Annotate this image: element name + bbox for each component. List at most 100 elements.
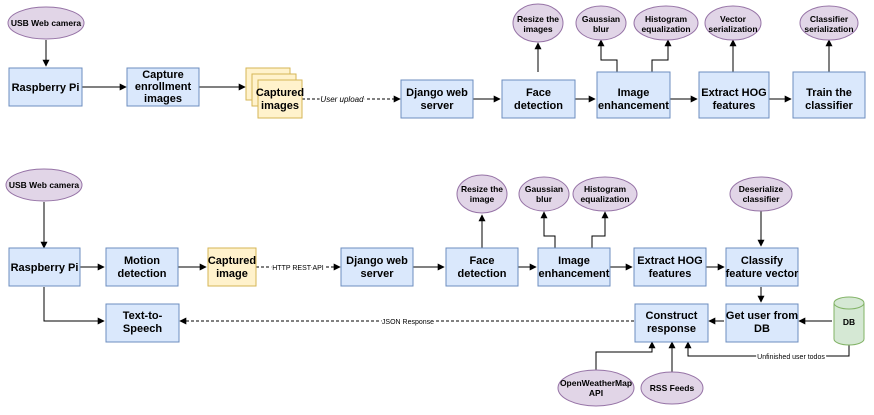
svg-text:blur: blur bbox=[536, 194, 553, 204]
recog-text-to-speech: Text-to- Speech bbox=[105, 303, 180, 343]
svg-text:Classify: Classify bbox=[741, 255, 784, 267]
svg-text:Face: Face bbox=[526, 87, 551, 99]
svg-text:detection: detection bbox=[118, 268, 167, 280]
svg-text:Gaussian: Gaussian bbox=[582, 14, 620, 24]
user-upload-label: User upload bbox=[320, 95, 364, 104]
enroll-face-detection: Face detection bbox=[501, 79, 576, 119]
recog-usb-camera: USB Web camera bbox=[5, 168, 83, 202]
svg-text:USB Web camera: USB Web camera bbox=[9, 180, 80, 190]
enroll-capture-images: Capture enrollment images bbox=[126, 67, 200, 107]
svg-text:classifier: classifier bbox=[805, 100, 853, 112]
svg-text:server: server bbox=[360, 268, 394, 280]
svg-text:images: images bbox=[523, 24, 553, 34]
recog-motion-detection: Motion detection bbox=[105, 247, 179, 287]
recognition-diagram: HTTP REST API JSON Response Unfinished u… bbox=[5, 168, 865, 407]
svg-text:Raspberry Pi: Raspberry Pi bbox=[11, 262, 79, 274]
recog-captured-image: Captured image bbox=[207, 247, 257, 287]
svg-text:image: image bbox=[470, 194, 495, 204]
svg-text:Deserialize: Deserialize bbox=[739, 184, 784, 194]
svg-text:DB: DB bbox=[843, 317, 855, 327]
svg-text:equalization: equalization bbox=[641, 24, 690, 34]
recog-get-user-from-db: Get user from DB bbox=[725, 303, 799, 343]
svg-text:detection: detection bbox=[458, 268, 507, 280]
svg-text:USB Web camera: USB Web camera bbox=[11, 18, 82, 28]
svg-text:Django web: Django web bbox=[346, 255, 408, 267]
svg-text:Django web: Django web bbox=[406, 87, 468, 99]
enroll-django-server: Django web server bbox=[400, 79, 474, 119]
recog-extract-hog: Extract HOG features bbox=[633, 247, 707, 287]
svg-text:blur: blur bbox=[593, 24, 610, 34]
svg-text:features: features bbox=[649, 268, 692, 280]
recog-construct-response: Construct response bbox=[634, 303, 709, 343]
enroll-classifier-serialization: Classifier serialization bbox=[799, 5, 859, 41]
enroll-captured-images: Captured images bbox=[245, 67, 304, 119]
recog-gaussian-blur: Gaussian blur bbox=[518, 176, 570, 212]
svg-text:Raspberry Pi: Raspberry Pi bbox=[12, 82, 80, 94]
edge-pi-to-tts bbox=[43, 287, 105, 325]
json-response-label: JSON Response bbox=[382, 319, 434, 326]
svg-text:detection: detection bbox=[514, 100, 563, 112]
svg-text:Get user from: Get user from bbox=[726, 310, 798, 322]
svg-text:Capture: Capture bbox=[142, 69, 184, 81]
enroll-usb-camera: USB Web camera bbox=[7, 6, 85, 40]
enrollment-diagram: User upload USB Web camera Resize the im… bbox=[7, 3, 866, 119]
svg-text:response: response bbox=[647, 323, 696, 335]
recog-deserialize-classifier: Deserialize classifier bbox=[729, 176, 793, 212]
enroll-vector-serialization: Vector serialization bbox=[704, 5, 762, 41]
svg-text:Face: Face bbox=[469, 255, 494, 267]
edge-enhance-to-blur bbox=[597, 39, 618, 72]
svg-text:Captured: Captured bbox=[208, 255, 256, 267]
svg-text:Image: Image bbox=[558, 255, 590, 267]
edge-enhance-to-histogram-2 bbox=[591, 211, 609, 248]
svg-text:feature vector: feature vector bbox=[726, 268, 799, 280]
recog-django-server: Django web server bbox=[340, 247, 414, 287]
enrollment-edges: User upload bbox=[42, 39, 833, 106]
recog-image-enhancement: Image enhancement bbox=[537, 247, 611, 287]
svg-text:server: server bbox=[420, 100, 454, 112]
svg-text:Train the: Train the bbox=[806, 87, 852, 99]
svg-text:Gaussian: Gaussian bbox=[525, 184, 563, 194]
enroll-raspberry-pi: Raspberry Pi bbox=[8, 67, 83, 107]
recog-openweathermap-api: OpenWeatherMap API bbox=[557, 369, 635, 407]
recog-resize-image: Resize the image bbox=[456, 174, 508, 214]
recog-raspberry-pi: Raspberry Pi bbox=[8, 247, 81, 287]
enroll-train-classifier: Train the classifier bbox=[792, 71, 866, 119]
svg-text:DB: DB bbox=[754, 323, 770, 335]
svg-text:Motion: Motion bbox=[124, 255, 160, 267]
svg-text:Histogram: Histogram bbox=[584, 184, 626, 194]
svg-text:serialization: serialization bbox=[804, 24, 853, 34]
svg-text:Resize the: Resize the bbox=[461, 184, 503, 194]
enroll-extract-hog: Extract HOG features bbox=[698, 71, 770, 119]
svg-text:features: features bbox=[713, 100, 756, 112]
svg-text:Image: Image bbox=[618, 87, 650, 99]
svg-text:Histogram: Histogram bbox=[645, 14, 687, 24]
recog-database: DB bbox=[833, 296, 865, 346]
svg-text:enhancement: enhancement bbox=[539, 268, 610, 280]
edge-db-to-construct bbox=[684, 341, 850, 357]
svg-text:Text-to-: Text-to- bbox=[123, 310, 163, 322]
svg-text:Resize the: Resize the bbox=[517, 14, 559, 24]
recog-classify-feature-vector: Classify feature vector bbox=[725, 247, 799, 287]
edge-enhance-to-histogram bbox=[651, 39, 672, 72]
svg-text:images: images bbox=[261, 100, 299, 112]
svg-text:Extract HOG: Extract HOG bbox=[701, 87, 766, 99]
svg-text:Speech: Speech bbox=[123, 323, 162, 335]
svg-text:RSS Feeds: RSS Feeds bbox=[650, 383, 695, 393]
svg-text:Vector: Vector bbox=[720, 14, 747, 24]
edge-enhance-to-blur-2 bbox=[540, 211, 556, 248]
svg-text:equalization: equalization bbox=[580, 194, 629, 204]
svg-text:enrollment: enrollment bbox=[135, 81, 192, 93]
svg-text:Captured: Captured bbox=[256, 87, 304, 99]
enroll-histogram-equalization: Histogram equalization bbox=[633, 5, 699, 41]
enroll-resize-images: Resize the images bbox=[512, 3, 564, 43]
svg-text:image: image bbox=[216, 268, 248, 280]
svg-text:serialization: serialization bbox=[708, 24, 757, 34]
svg-text:OpenWeatherMap: OpenWeatherMap bbox=[560, 378, 632, 388]
svg-text:Classifier: Classifier bbox=[810, 14, 849, 24]
svg-text:classifier: classifier bbox=[743, 194, 781, 204]
enroll-image-enhancement: Image enhancement bbox=[596, 71, 671, 119]
svg-text:Construct: Construct bbox=[646, 310, 698, 322]
unfinished-todos-label: Unfinished user todos bbox=[757, 354, 825, 361]
svg-text:enhancement: enhancement bbox=[598, 100, 669, 112]
